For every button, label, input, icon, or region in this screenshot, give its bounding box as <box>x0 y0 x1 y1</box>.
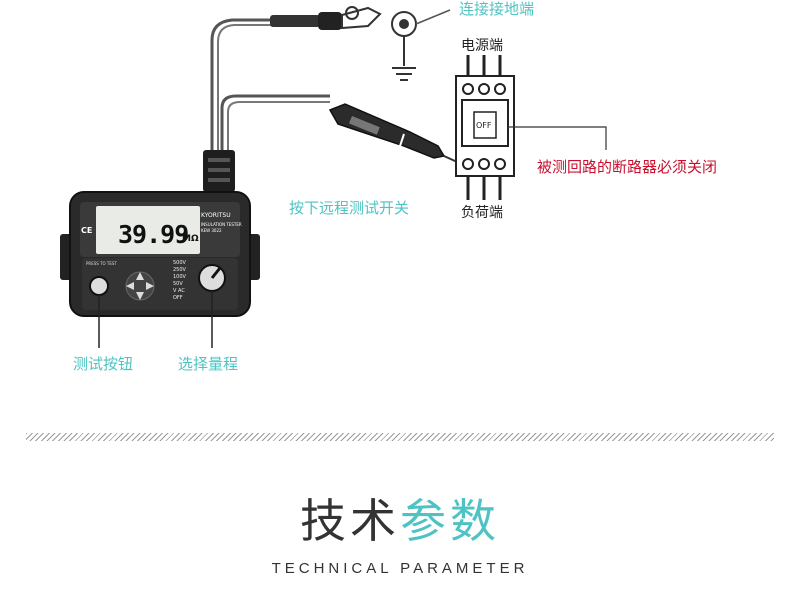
breaker-switch-off: OFF <box>476 121 492 130</box>
label-power-side: 电源端 <box>461 38 503 54</box>
ce-mark: CE <box>81 226 93 235</box>
meter-brand: KYORITSU <box>201 212 231 219</box>
label-range-select: 选择量程 <box>178 355 239 373</box>
label-breaker-note: 被测回路的断路器必须关闭 <box>537 158 718 176</box>
remote-probe <box>328 103 446 159</box>
meter-model-line1: INSULATION TESTER <box>201 222 242 227</box>
lcd-display-value: 39.99 <box>118 220 189 249</box>
label-ground-connection: 连接接地端 <box>459 0 535 18</box>
lcd-display-unit: MΩ <box>182 234 199 244</box>
alligator-clip <box>341 6 382 30</box>
range-off: OFF <box>173 295 183 301</box>
press-to-test-label: PRESS TO TEST <box>86 261 117 266</box>
section-subtitle: TECHNICAL PARAMETER <box>271 560 529 577</box>
insulation-tester-body <box>60 191 260 317</box>
label-remote-switch: 按下远程测试开关 <box>289 199 410 217</box>
range-50v: 50V <box>173 281 183 287</box>
range-vac: V AC <box>173 288 185 294</box>
circuit-breaker <box>455 55 515 200</box>
ground-lead-plug <box>270 15 320 27</box>
heading-part1: 技术 <box>300 494 400 548</box>
section-heading: 技术参数 <box>0 485 800 551</box>
range-100v: 100V <box>173 274 186 280</box>
section-divider <box>26 433 774 441</box>
range-250v: 250V <box>173 267 186 273</box>
range-500v: 500V <box>173 260 186 266</box>
meter-model-line2: KEW 3022 <box>201 228 222 233</box>
ground-lead-cable <box>210 18 272 150</box>
label-load-side: 负荷端 <box>461 205 503 221</box>
line-lead-cable <box>220 94 330 150</box>
label-test-button: 测试按钮 <box>73 355 134 373</box>
heading-part2: 参数 <box>400 494 500 548</box>
